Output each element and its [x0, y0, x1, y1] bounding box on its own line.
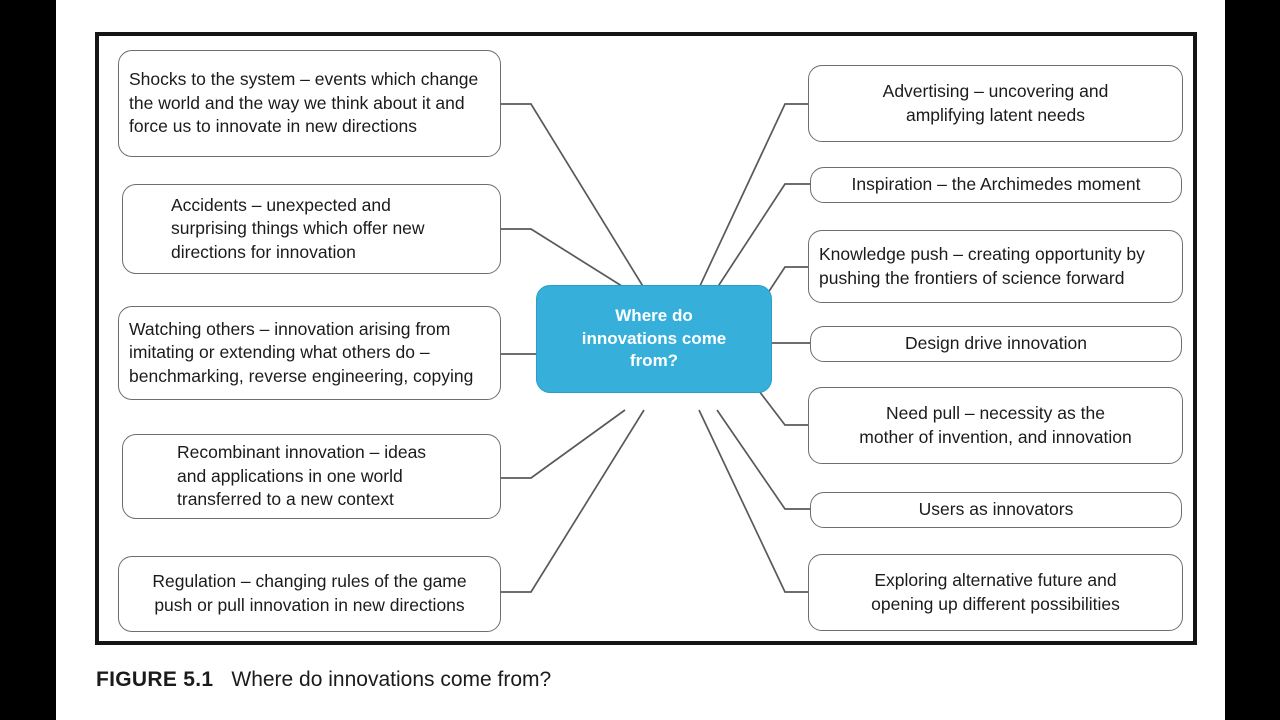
node-users-as-innovators[interactable]: Users as innovators: [810, 492, 1182, 528]
node-recombinant-innovation[interactable]: Recombinant innovation – ideas and appli…: [122, 434, 501, 519]
node-recombinant-innovation-label: Recombinant innovation – ideas and appli…: [177, 442, 427, 510]
connector-shocks: [501, 103, 645, 289]
connector-need-pull: [755, 386, 811, 426]
connector-exploring-alternative: [698, 409, 811, 593]
connector-recombinant-innovation: [501, 409, 626, 479]
figure-caption-label: FIGURE 5.1: [96, 668, 214, 691]
connector-advertising: [698, 103, 811, 289]
node-need-pull-label: Need pull – necessity as the mother of i…: [859, 402, 1132, 447]
node-knowledge-push[interactable]: Knowledge push – creating opportunity by…: [808, 230, 1183, 303]
node-regulation[interactable]: Regulation – changing rules of the game …: [118, 556, 501, 632]
connector-users-as-innovators: [716, 409, 811, 510]
letterbox-bar-right: [1225, 0, 1280, 720]
figure-caption-title: Where do innovations come from?: [231, 668, 552, 691]
letterbox-bar-left: [0, 0, 56, 720]
node-shocks[interactable]: Shocks to the system – events which chan…: [118, 50, 501, 157]
connector-regulation: [501, 409, 645, 593]
node-design-drive-innovation[interactable]: Design drive innovation: [810, 326, 1182, 362]
node-accidents-label: Accidents – unexpected and surprising th…: [171, 194, 425, 262]
node-inspiration[interactable]: Inspiration – the Archimedes moment: [810, 167, 1182, 203]
center-node-label: Where do innovations come from?: [581, 306, 727, 371]
node-shocks-label: Shocks to the system – events which chan…: [129, 69, 479, 137]
figure-caption: FIGURE 5.1 Where do innovations come from…: [96, 668, 551, 692]
node-advertising-label: Advertising – uncovering and amplifying …: [882, 80, 1109, 125]
node-accidents[interactable]: Accidents – unexpected and surprising th…: [122, 184, 501, 274]
node-exploring-alternative-future[interactable]: Exploring alternative future and opening…: [808, 554, 1183, 631]
node-users-as-innovators-label: Users as innovators: [918, 499, 1074, 520]
connector-inspiration: [716, 183, 811, 289]
node-watching-others-label: Watching others – innovation arising fro…: [129, 318, 474, 386]
node-regulation-label: Regulation – changing rules of the game …: [152, 571, 467, 615]
node-design-drive-innovation-label: Design drive innovation: [905, 333, 1087, 354]
node-knowledge-push-label: Knowledge push – creating opportunity by…: [819, 243, 1145, 288]
node-advertising[interactable]: Advertising – uncovering and amplifying …: [808, 65, 1183, 142]
node-inspiration-label: Inspiration – the Archimedes moment: [851, 174, 1141, 195]
center-node[interactable]: Where do innovations come from?: [536, 285, 772, 393]
node-watching-others[interactable]: Watching others – innovation arising fro…: [118, 306, 501, 400]
connector-accidents: [501, 228, 626, 289]
node-need-pull[interactable]: Need pull – necessity as the mother of i…: [808, 387, 1183, 464]
connector-lines: [501, 103, 811, 593]
node-exploring-alternative-future-label: Exploring alternative future and opening…: [871, 569, 1120, 614]
